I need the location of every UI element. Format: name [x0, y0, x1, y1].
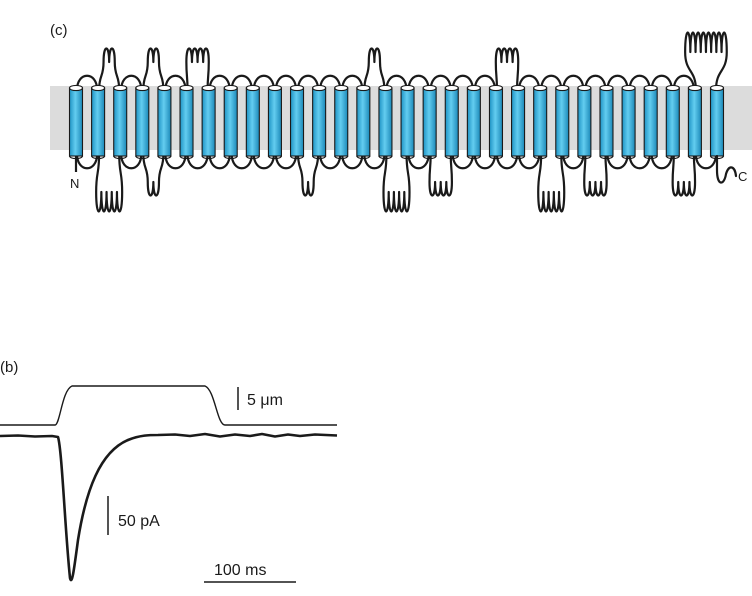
displacement-scale-label: 5 μm — [247, 392, 283, 409]
transmembrane-helix — [621, 84, 636, 160]
transmembrane-helix — [599, 84, 614, 160]
current-scale-label: 50 pA — [118, 513, 160, 530]
time-scale-label: 100 ms — [214, 562, 266, 579]
transmembrane-helix — [245, 84, 260, 160]
panel-b-label: (b) — [0, 359, 18, 376]
transmembrane-helix — [179, 84, 194, 160]
transmembrane-helix — [91, 84, 106, 160]
extracellular-loop — [185, 47, 210, 92]
transmembrane-helix — [665, 84, 680, 160]
transmembrane-helix — [687, 84, 702, 160]
intracellular-loop — [95, 152, 124, 213]
transmembrane-helix — [356, 84, 371, 160]
intracellular-loop — [428, 152, 454, 197]
transmembrane-helix — [400, 84, 415, 160]
transmembrane-helix — [533, 84, 548, 160]
transmembrane-helix — [511, 84, 526, 160]
n-terminus-label: N — [70, 176, 79, 191]
transmembrane-helix — [334, 84, 349, 160]
transmembrane-helix — [289, 84, 305, 160]
intracellular-loop — [583, 152, 608, 197]
transmembrane-helix — [555, 84, 570, 160]
extracellular-loop — [363, 47, 386, 92]
current-trace — [0, 432, 338, 582]
transmembrane-helix — [157, 84, 172, 160]
intracellular-loop — [382, 152, 411, 213]
transmembrane-helix — [466, 84, 481, 160]
transmembrane-helix — [267, 84, 282, 160]
transmembrane-helix — [577, 84, 592, 160]
transmembrane-helix — [709, 84, 725, 160]
panel-b: (b) 5 μm 50 pA 100 ms — [0, 359, 338, 583]
extracellular-loop — [98, 47, 121, 92]
transmembrane-helix — [488, 84, 504, 160]
displacement-trace — [0, 385, 337, 426]
panel-c-label: (c) — [50, 22, 68, 39]
transmembrane-helix — [201, 84, 216, 160]
transmembrane-helix — [444, 84, 459, 160]
transmembrane-helix — [223, 84, 238, 160]
transmembrane-helix — [643, 84, 658, 160]
transmembrane-helices — [68, 84, 725, 160]
c-terminus-label: C — [738, 169, 747, 184]
intracellular-loop — [142, 152, 165, 197]
transmembrane-helix — [135, 84, 150, 160]
transmembrane-helix — [113, 84, 128, 160]
extracellular-loop — [142, 47, 165, 92]
c-terminus-tail — [715, 154, 738, 184]
intracellular-loop — [296, 152, 320, 197]
panel-c: (c) N C — [50, 22, 752, 213]
extracellular-loop — [494, 47, 520, 92]
transmembrane-helix — [378, 84, 393, 160]
extracellular-loop — [684, 31, 728, 92]
transmembrane-helix — [68, 84, 84, 160]
intracellular-loop — [537, 152, 566, 213]
intracellular-loop — [671, 152, 697, 197]
transmembrane-helix — [312, 84, 327, 160]
transmembrane-helix — [422, 84, 437, 160]
